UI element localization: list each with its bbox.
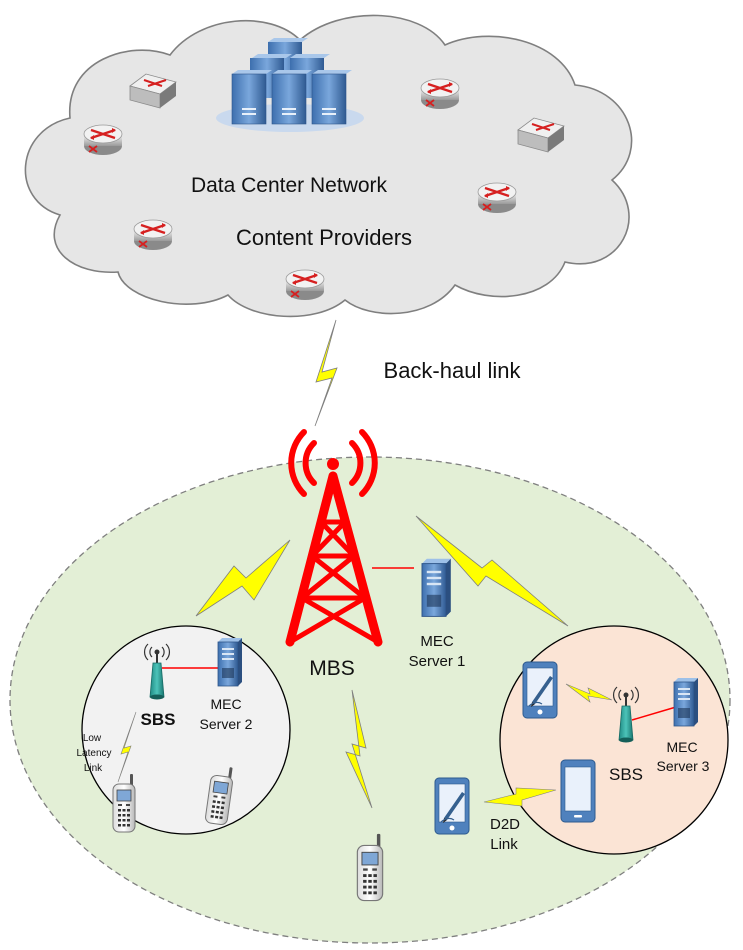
backhaul-link-label: Back-haul link — [384, 358, 522, 383]
tablet-sbs-lightning-icon — [565, 683, 613, 703]
low-latency-label-line3: Link — [84, 763, 103, 774]
d2d-label-line1: D2D — [490, 816, 520, 833]
mec-server-1-label-line1: MEC — [420, 633, 454, 650]
mbs-label: MBS — [309, 657, 355, 680]
mec-server-2-label-line2: Server 2 — [200, 716, 253, 732]
mec-server-1-icon — [421, 558, 452, 618]
mec-server-3-label-line1: MEC — [666, 739, 697, 755]
data-center-network-label: Data Center Network — [191, 174, 388, 197]
d2d-lightning-icon — [483, 787, 557, 807]
smartphone-icon — [560, 759, 596, 823]
router-icon — [284, 268, 326, 302]
tablet-icon — [522, 661, 558, 719]
router-icon — [82, 123, 124, 157]
mec-server-3-label-line2: Server 3 — [657, 758, 710, 774]
router-icon — [419, 77, 461, 111]
router-icon — [132, 218, 174, 252]
mec-server-1-label-line2: Server 1 — [409, 653, 466, 670]
sbs-right-label: SBS — [609, 765, 643, 784]
data-center-cloud — [24, 14, 633, 318]
sbs-left-label: SBS — [141, 710, 176, 729]
low-latency-lightning-icon — [117, 711, 137, 783]
content-providers-label: Content Providers — [236, 225, 412, 250]
mbs-right-lightning-icon — [415, 515, 569, 627]
router-icon — [476, 181, 518, 215]
low-latency-label-line1: Low — [83, 733, 102, 744]
mbs-tower-icon — [285, 429, 383, 647]
backhaul-lightning-icon — [314, 319, 338, 427]
mbs-phone-lightning-icon — [345, 689, 373, 809]
tablet-icon — [434, 777, 470, 835]
mec-server-2-label-line1: MEC — [210, 696, 241, 712]
d2d-label-line2: Link — [490, 836, 518, 853]
sbs-mec3-wire — [631, 706, 677, 721]
mec-server-3-icon — [673, 677, 699, 727]
mbs-left-lightning-icon — [195, 539, 291, 617]
data-center-servers-icon — [216, 38, 364, 132]
mec-server-2-icon — [217, 637, 243, 687]
low-latency-label-line2: Latency — [76, 748, 111, 759]
